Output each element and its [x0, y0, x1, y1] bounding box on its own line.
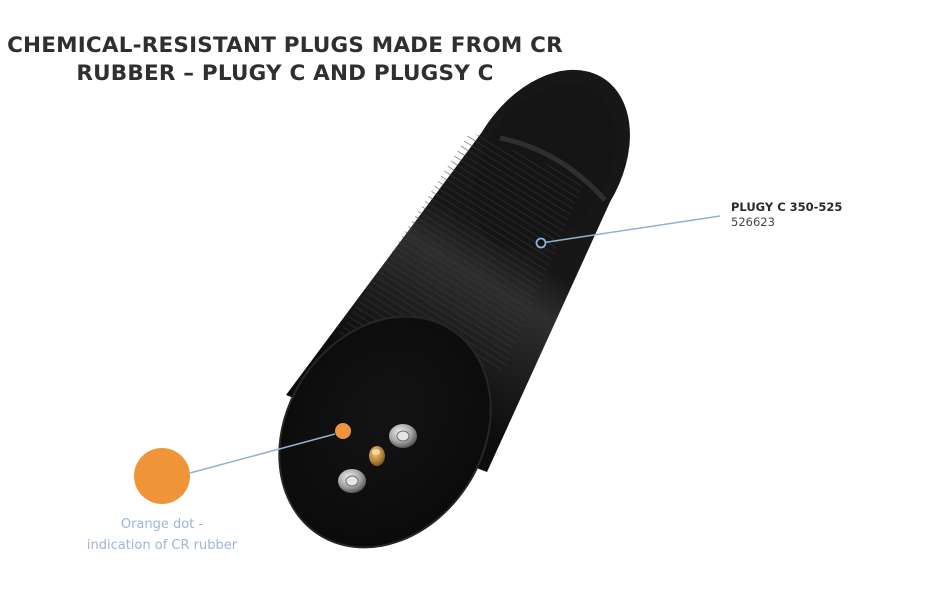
product-code: 526623	[731, 215, 775, 229]
title-line-2: RUBBER – PLUGY C AND PLUGSY C	[76, 61, 494, 86]
brass-valve-icon	[369, 446, 385, 466]
orange-dot-marker	[335, 423, 351, 439]
bolt-icon	[338, 469, 366, 493]
orange-dot-caption-line-2: indication of CR rubber	[86, 538, 238, 553]
plug-front-face	[278, 315, 492, 549]
orange-dot-caption: Orange dot - indication of CR rubber	[62, 514, 262, 556]
bolt-icon	[389, 424, 417, 448]
title-line-1: CHEMICAL-RESISTANT PLUGS MADE FROM CR	[7, 33, 563, 58]
page-title: CHEMICAL-RESISTANT PLUGS MADE FROM CR RU…	[0, 32, 570, 88]
orange-dot-caption-line-1: Orange dot -	[120, 517, 204, 532]
product-marker-dot	[535, 237, 547, 249]
orange-dot-leader-line	[189, 433, 336, 474]
product-name: PLUGY C 350-525	[731, 200, 843, 214]
orange-dot-legend-icon	[134, 448, 190, 504]
product-label: PLUGY C 350-525 526623	[731, 200, 842, 230]
product-leader-line	[540, 215, 721, 244]
